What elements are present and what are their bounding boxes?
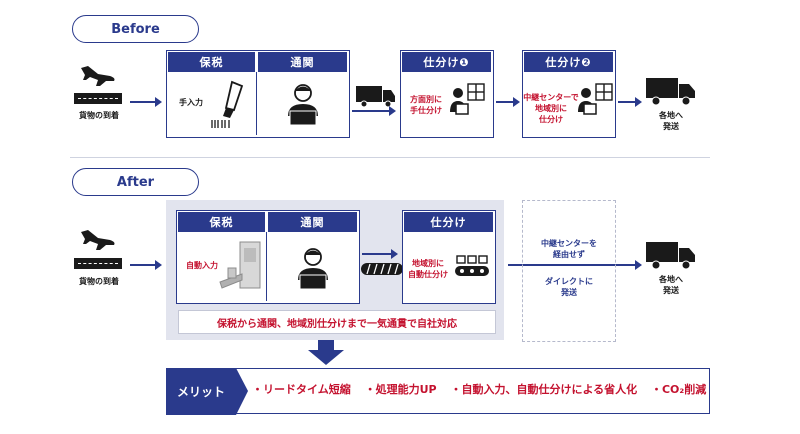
truck-icon	[646, 240, 696, 270]
after-hozei-header: 保税	[178, 212, 265, 232]
section-divider	[70, 157, 710, 158]
automated-machine-icon	[218, 238, 264, 294]
merit-item: ・リードタイム短縮	[252, 383, 351, 396]
before-sort1-desc: 方面別に手仕分け	[410, 95, 442, 115]
after-banner-text: 保税から通関、地域別仕分けまで一気通貫で自社対応	[217, 318, 457, 330]
after-tsukan-header: 通関	[268, 212, 357, 232]
after-box-divider	[266, 232, 267, 301]
merit-items: ・リードタイム短縮 ・処理能力UP ・自動入力、自動仕分けによる省人化 ・CO₂…	[252, 381, 706, 397]
before-arrow-3	[496, 97, 520, 107]
before-arrow-2	[352, 106, 396, 116]
person-laptop-icon	[284, 82, 322, 128]
merit-item: ・CO₂削減	[650, 383, 707, 396]
merit-item: ・自動入力、自動仕分けによる省人化	[450, 383, 638, 396]
merit-arrow-tip	[236, 368, 248, 415]
merit-item: ・処理能力UP	[364, 383, 437, 396]
before-label-text: Before	[111, 21, 160, 37]
truck-icon-small	[356, 84, 396, 108]
relay-skip-text: 中継センターを経由せず	[541, 239, 597, 259]
after-sort-desc: 地域別に自動仕分け	[408, 259, 448, 279]
relay-skip-box	[522, 200, 616, 342]
after-arrow-3	[508, 260, 642, 270]
person-laptop-icon	[294, 246, 332, 292]
before-sort2-header: 仕分け❷	[524, 52, 613, 72]
merit-label: メリット	[176, 385, 225, 399]
worker-boxes-icon	[576, 82, 614, 122]
before-arrow-1	[130, 97, 162, 107]
airplane-landing-icon	[78, 226, 118, 254]
before-sort2-desc: 中継センターで地域別に仕分け	[523, 93, 579, 124]
after-arrow-1	[130, 260, 162, 270]
after-arrow-2	[362, 249, 398, 259]
direct-ship-text: ダイレクトに発送	[545, 277, 593, 297]
before-hozei-header: 保税	[168, 52, 255, 72]
after-sort-header: 仕分け	[404, 212, 493, 232]
before-sort1-header: 仕分け❶	[402, 52, 491, 72]
barcode-scanner-icon	[208, 80, 246, 130]
after-arrival-label: 貨物の到着	[79, 277, 119, 286]
after-banner: 保税から通関、地域別仕分けまで一気通貫で自社対応	[178, 310, 496, 334]
auto-input-label: 自動入力	[186, 261, 218, 270]
merit-bar	[166, 368, 710, 414]
before-arrival-label: 貨物の到着	[79, 111, 119, 120]
before-dest-label: 各地へ発送	[659, 111, 683, 131]
truck-icon	[646, 76, 696, 106]
manual-input-label: 手入力	[179, 98, 203, 107]
after-label-text: After	[116, 174, 155, 190]
worker-boxes-icon	[448, 82, 486, 122]
runway-icon	[74, 258, 122, 269]
after-dest-label: 各地へ発送	[659, 275, 683, 295]
airplane-landing-icon	[78, 62, 118, 90]
runway-icon	[74, 93, 122, 104]
after-label: After	[72, 168, 199, 196]
before-label: Before	[72, 15, 199, 43]
conveyor-belt-icon	[360, 260, 404, 278]
merit-label-block: メリット	[166, 368, 236, 415]
before-arrow-4	[618, 97, 642, 107]
before-tsukan-header: 通関	[258, 52, 347, 72]
before-box-divider	[256, 72, 257, 135]
auto-sorter-icon	[454, 254, 490, 278]
